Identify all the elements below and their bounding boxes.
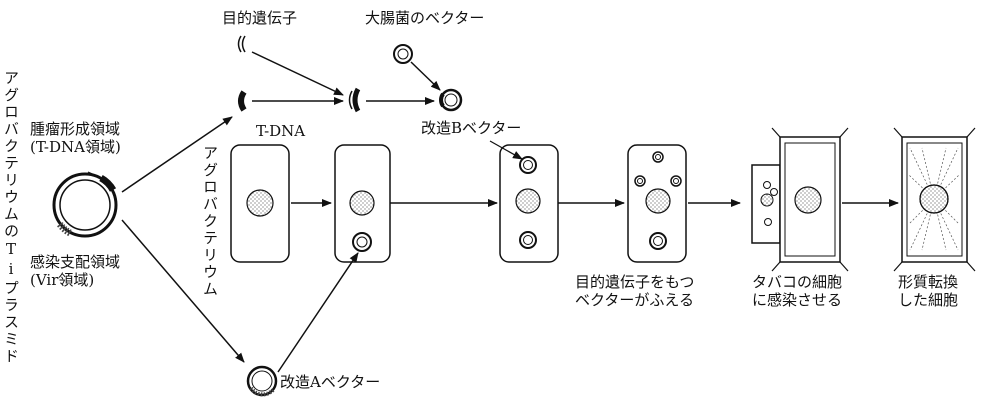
ti-plasmid [54, 172, 116, 236]
transformed-cell-line1: 形質転換 [898, 273, 958, 291]
arrow-vector-a-to-cell2 [278, 253, 358, 372]
tumor-region-label-line1: 腫瘤形成領域 [30, 120, 121, 138]
agrobacterium-cell-4 [628, 145, 686, 262]
tdna-label: T-DNA [256, 122, 305, 140]
agrobacterium-label: アグロバクテリウム [202, 145, 217, 298]
agrobacterium-cell-2 [335, 145, 390, 262]
vector-multiply-line1: 目的遺伝子をもつ [575, 273, 694, 291]
transformed-cell-caption: 形質転換 した細胞 [898, 273, 958, 309]
tobacco-infection-line2: に感染させる [752, 291, 842, 309]
modified-a-vector-label: 改造Aベクター [280, 373, 380, 391]
ecoli-vector-plasmid [394, 45, 412, 63]
tobacco-infection-line1: タバコの細胞 [752, 273, 842, 291]
infection-region-label-line1: 感染支配領域 [30, 253, 120, 271]
ecoli-vector-label: 大腸菌のベクター [365, 9, 484, 27]
tobacco-cell-infection [752, 128, 848, 271]
ti-plasmid-label: アグロバクテリウムのTiプラスミド [3, 70, 18, 365]
target-gene-label: 目的遺伝子 [222, 9, 297, 27]
target-gene-fragment [239, 36, 242, 52]
agrobacterium-cell-3 [500, 145, 558, 262]
infection-region-label: 感染支配領域 (Vir領域) [30, 253, 120, 289]
modified-a-vector-plasmid [248, 367, 276, 395]
transformed-cell-line2: した細胞 [898, 291, 958, 309]
arrow-gene-to-recombined [252, 52, 343, 95]
tobacco-infection-caption: タバコの細胞 に感染させる [752, 273, 842, 309]
transformed-cell [894, 128, 975, 271]
tumor-region-label-line2: (T-DNA領域) [30, 138, 121, 156]
arrow-plasmid-to-vector-a [122, 220, 244, 362]
infection-region-label-line2: (Vir領域) [30, 271, 120, 289]
agrobacterium-cell-1 [231, 145, 289, 262]
vector-multiply-caption: 目的遺伝子をもつ ベクターがふえる [575, 273, 694, 309]
recombined-tdna-gene [350, 89, 359, 111]
modified-b-vector-label: 改造Bベクター [421, 119, 521, 137]
modified-b-vector-plasmid [441, 90, 461, 110]
arrow-ecoli-to-vector-b [411, 62, 440, 90]
tdna-fragment [241, 92, 244, 110]
tumor-region-label: 腫瘤形成領域 (T-DNA領域) [30, 120, 121, 156]
vector-multiply-line2: ベクターがふえる [575, 291, 694, 309]
